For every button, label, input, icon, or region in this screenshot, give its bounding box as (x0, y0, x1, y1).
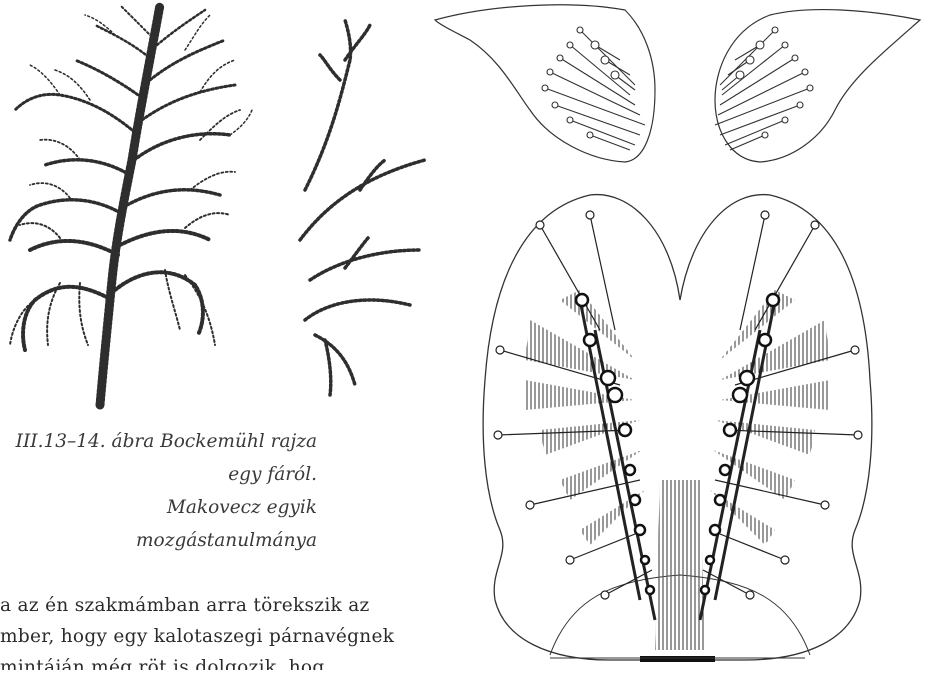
body-line-2: mber, hogy egy kalotaszegi párnavégnek (0, 621, 520, 652)
body-paragraph: a az én szakmámban arra törekszik az mbe… (0, 590, 520, 670)
body-line-3: mintáján még röt is dolgozik, hog (0, 652, 520, 670)
caption-line-1: III.13–14. ábra Bockemühl rajza egy fáró… (0, 425, 317, 491)
tree-drawing (0, 0, 445, 410)
figure-caption: III.13–14. ábra Bockemühl rajza egy fáró… (0, 425, 317, 557)
body-line-1: a az én szakmámban arra törekszik az (0, 590, 520, 621)
caption-line-2: Makovecz egyik mozgástanulmánya (0, 491, 317, 557)
movement-study-drawing (430, 0, 925, 674)
